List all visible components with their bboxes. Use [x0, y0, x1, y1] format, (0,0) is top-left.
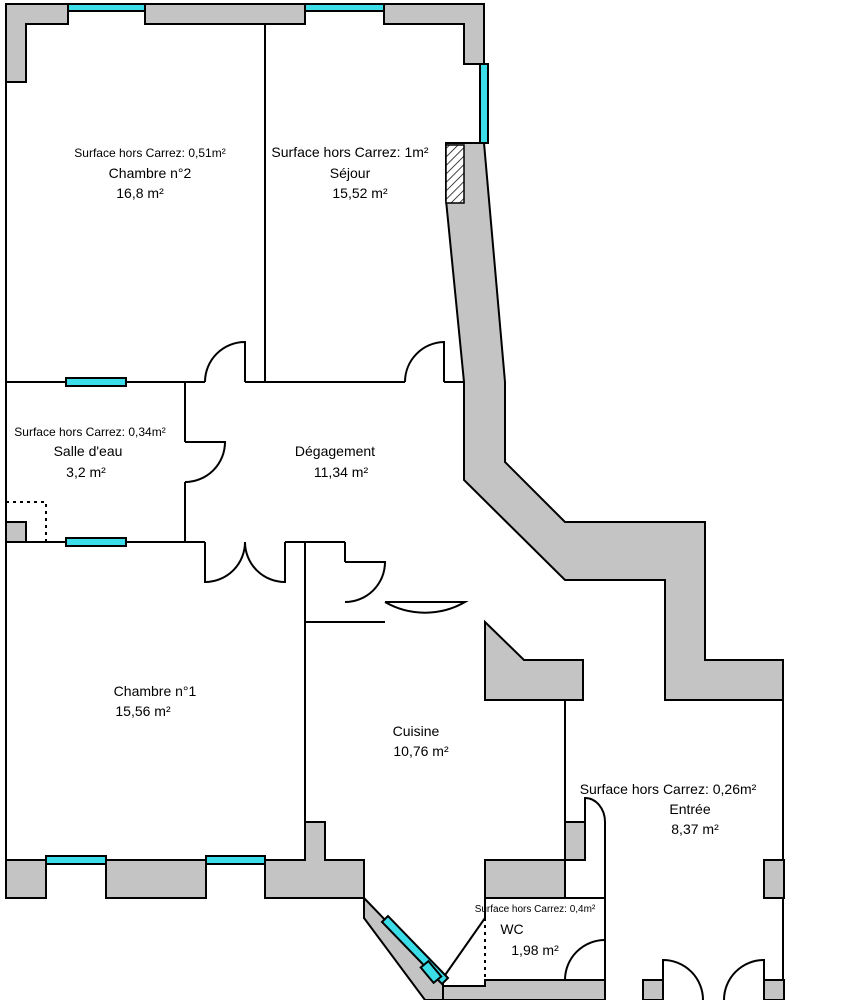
room-salle-eau: Surface hors Carrez: 0,34m² Salle d'eau … — [14, 425, 165, 480]
door-entree-left — [662, 958, 704, 1000]
door-wc — [564, 939, 606, 981]
room-chambre2: Surface hors Carrez: 0,51m² Chambre n°2 … — [74, 146, 225, 201]
doors — [184, 340, 765, 1000]
door-entree-closet — [565, 796, 606, 860]
wall-bottom-middle — [105, 859, 207, 899]
wall-bottom-kitchen — [264, 821, 365, 899]
room-name: Chambre n°1 — [114, 683, 197, 699]
room-area: 15,56 m² — [115, 703, 171, 719]
room-name: Dégagement — [295, 443, 375, 459]
room-note: Surface hors Carrez: 0,4m² — [475, 904, 596, 915]
wall-kitchen-diagonal — [363, 895, 444, 1000]
room-note: Surface hors Carrez: 0,34m² — [14, 425, 165, 439]
room-degagement: Dégagement 11,34 m² — [295, 443, 375, 480]
room-name: Salle d'eau — [54, 443, 123, 459]
door-salle-eau — [184, 441, 227, 483]
room-area: 3,2 m² — [66, 464, 106, 480]
door-cuisine — [384, 601, 469, 614]
room-area: 8,37 m² — [671, 821, 719, 837]
dotted-markers — [6, 501, 486, 980]
wall-entree-bottom-right — [763, 979, 785, 1000]
room-name: Cuisine — [393, 723, 440, 739]
wall-right-stub — [763, 859, 785, 899]
window-diagonal-2 — [419, 959, 443, 985]
door-sejour — [404, 340, 445, 383]
room-wc: Surface hors Carrez: 0,4m² WC 1,98 m² — [475, 904, 596, 958]
window-top-2 — [304, 3, 385, 12]
window-bottom-2 — [205, 855, 266, 865]
door-chambre1-left — [204, 541, 246, 584]
room-labels: Surface hors Carrez: 0,51m² Chambre n°2 … — [14, 144, 756, 958]
window-bottom-1 — [45, 855, 107, 865]
room-name: WC — [500, 921, 523, 937]
wall-bottom-left — [5, 859, 47, 899]
room-area: 16,8 m² — [116, 185, 164, 201]
room-area: 1,98 m² — [511, 942, 559, 958]
interior-walls — [5, 24, 784, 980]
door-entree-right — [723, 958, 765, 1000]
room-area: 15,52 m² — [332, 185, 388, 201]
wall-salle-stub — [5, 521, 27, 543]
room-sejour: Surface hors Carrez: 1m² Séjour 15,52 m² — [271, 144, 428, 201]
room-entree: Surface hors Carrez: 0,26m² Entrée 8,37 … — [580, 781, 757, 837]
room-name: Entrée — [669, 801, 710, 817]
room-cuisine: Cuisine 10,76 m² — [393, 723, 449, 759]
room-name: Chambre n°2 — [109, 165, 192, 181]
room-area: 10,76 m² — [393, 743, 449, 759]
wall-east — [445, 142, 784, 701]
room-note: Surface hors Carrez: 0,51m² — [74, 146, 225, 160]
windows — [45, 3, 489, 986]
window-top-1 — [67, 3, 146, 12]
wall-entree-bottom — [642, 979, 664, 1000]
wall-kitchen-block — [484, 619, 584, 701]
wall-top-left — [5, 3, 69, 83]
door-chambre1-right — [244, 541, 286, 584]
room-chambre1: Chambre n°1 15,56 m² — [114, 683, 197, 719]
window-salle-top — [65, 377, 127, 387]
door-cuisine-closet — [344, 561, 387, 603]
chimney-duct — [445, 144, 465, 204]
window-salle-bottom — [65, 537, 127, 547]
wall-entree-left — [564, 821, 586, 861]
room-name: Séjour — [330, 165, 371, 181]
room-note: Surface hors Carrez: 1m² — [271, 144, 428, 160]
wall-top-right — [383, 3, 485, 65]
wall-wc-bottom — [442, 979, 606, 1000]
window-right — [479, 63, 489, 144]
door-chambre2 — [204, 340, 246, 383]
wall-wc-top — [484, 859, 566, 899]
wall-top-middle — [144, 3, 306, 25]
room-area: 11,34 m² — [314, 464, 369, 480]
room-note: Surface hors Carrez: 0,26m² — [580, 781, 757, 797]
walls — [5, 3, 785, 1000]
